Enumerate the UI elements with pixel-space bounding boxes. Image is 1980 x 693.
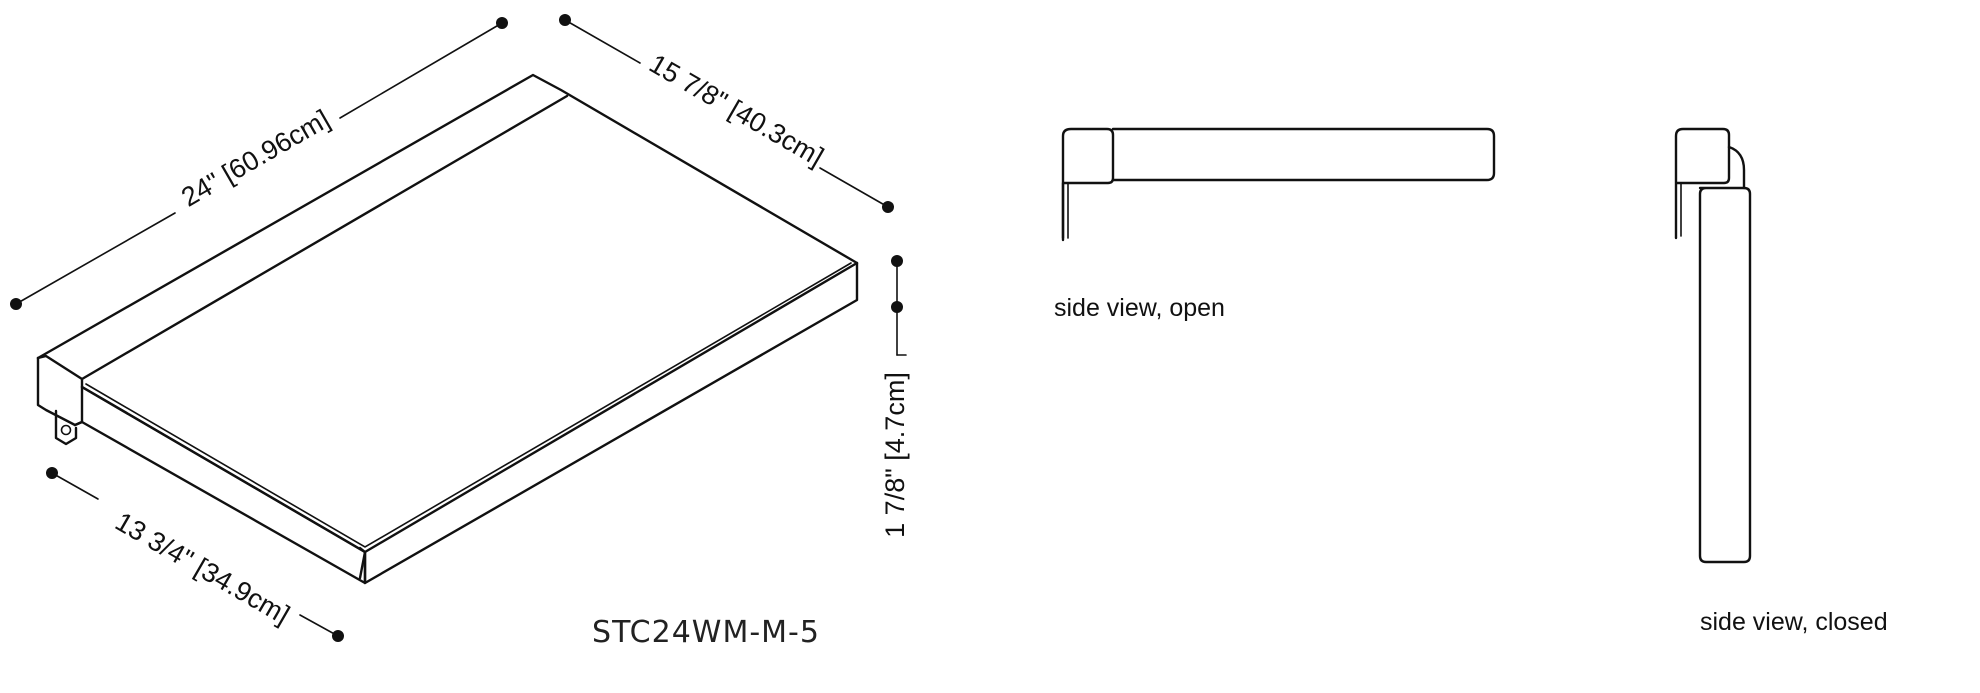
model-number: STC24WM-M-5 — [592, 615, 820, 650]
dimension-depth-seat: 13 3/4" [34.9cm] — [46, 467, 344, 642]
dimension-depth-seat-label: 13 3/4" [34.9cm] — [110, 506, 294, 630]
side-view-closed: side view, closed — [1674, 127, 1888, 636]
dimension-length: 24" [60.96cm] — [10, 17, 508, 310]
side-view-closed-caption: side view, closed — [1700, 608, 1888, 636]
dimension-height: 1 7/8" [4.7cm] — [880, 255, 910, 538]
side-view-open-caption: side view, open — [1054, 294, 1225, 322]
dimension-height-label: 1 7/8" [4.7cm] — [880, 372, 910, 538]
side-view-open: side view, open — [1054, 127, 1496, 322]
isometric-view — [36, 73, 859, 585]
dimension-depth-total: 15 7/8" [40.3cm] — [559, 14, 894, 213]
dimension-length-label: 24" [60.96cm] — [176, 104, 334, 213]
